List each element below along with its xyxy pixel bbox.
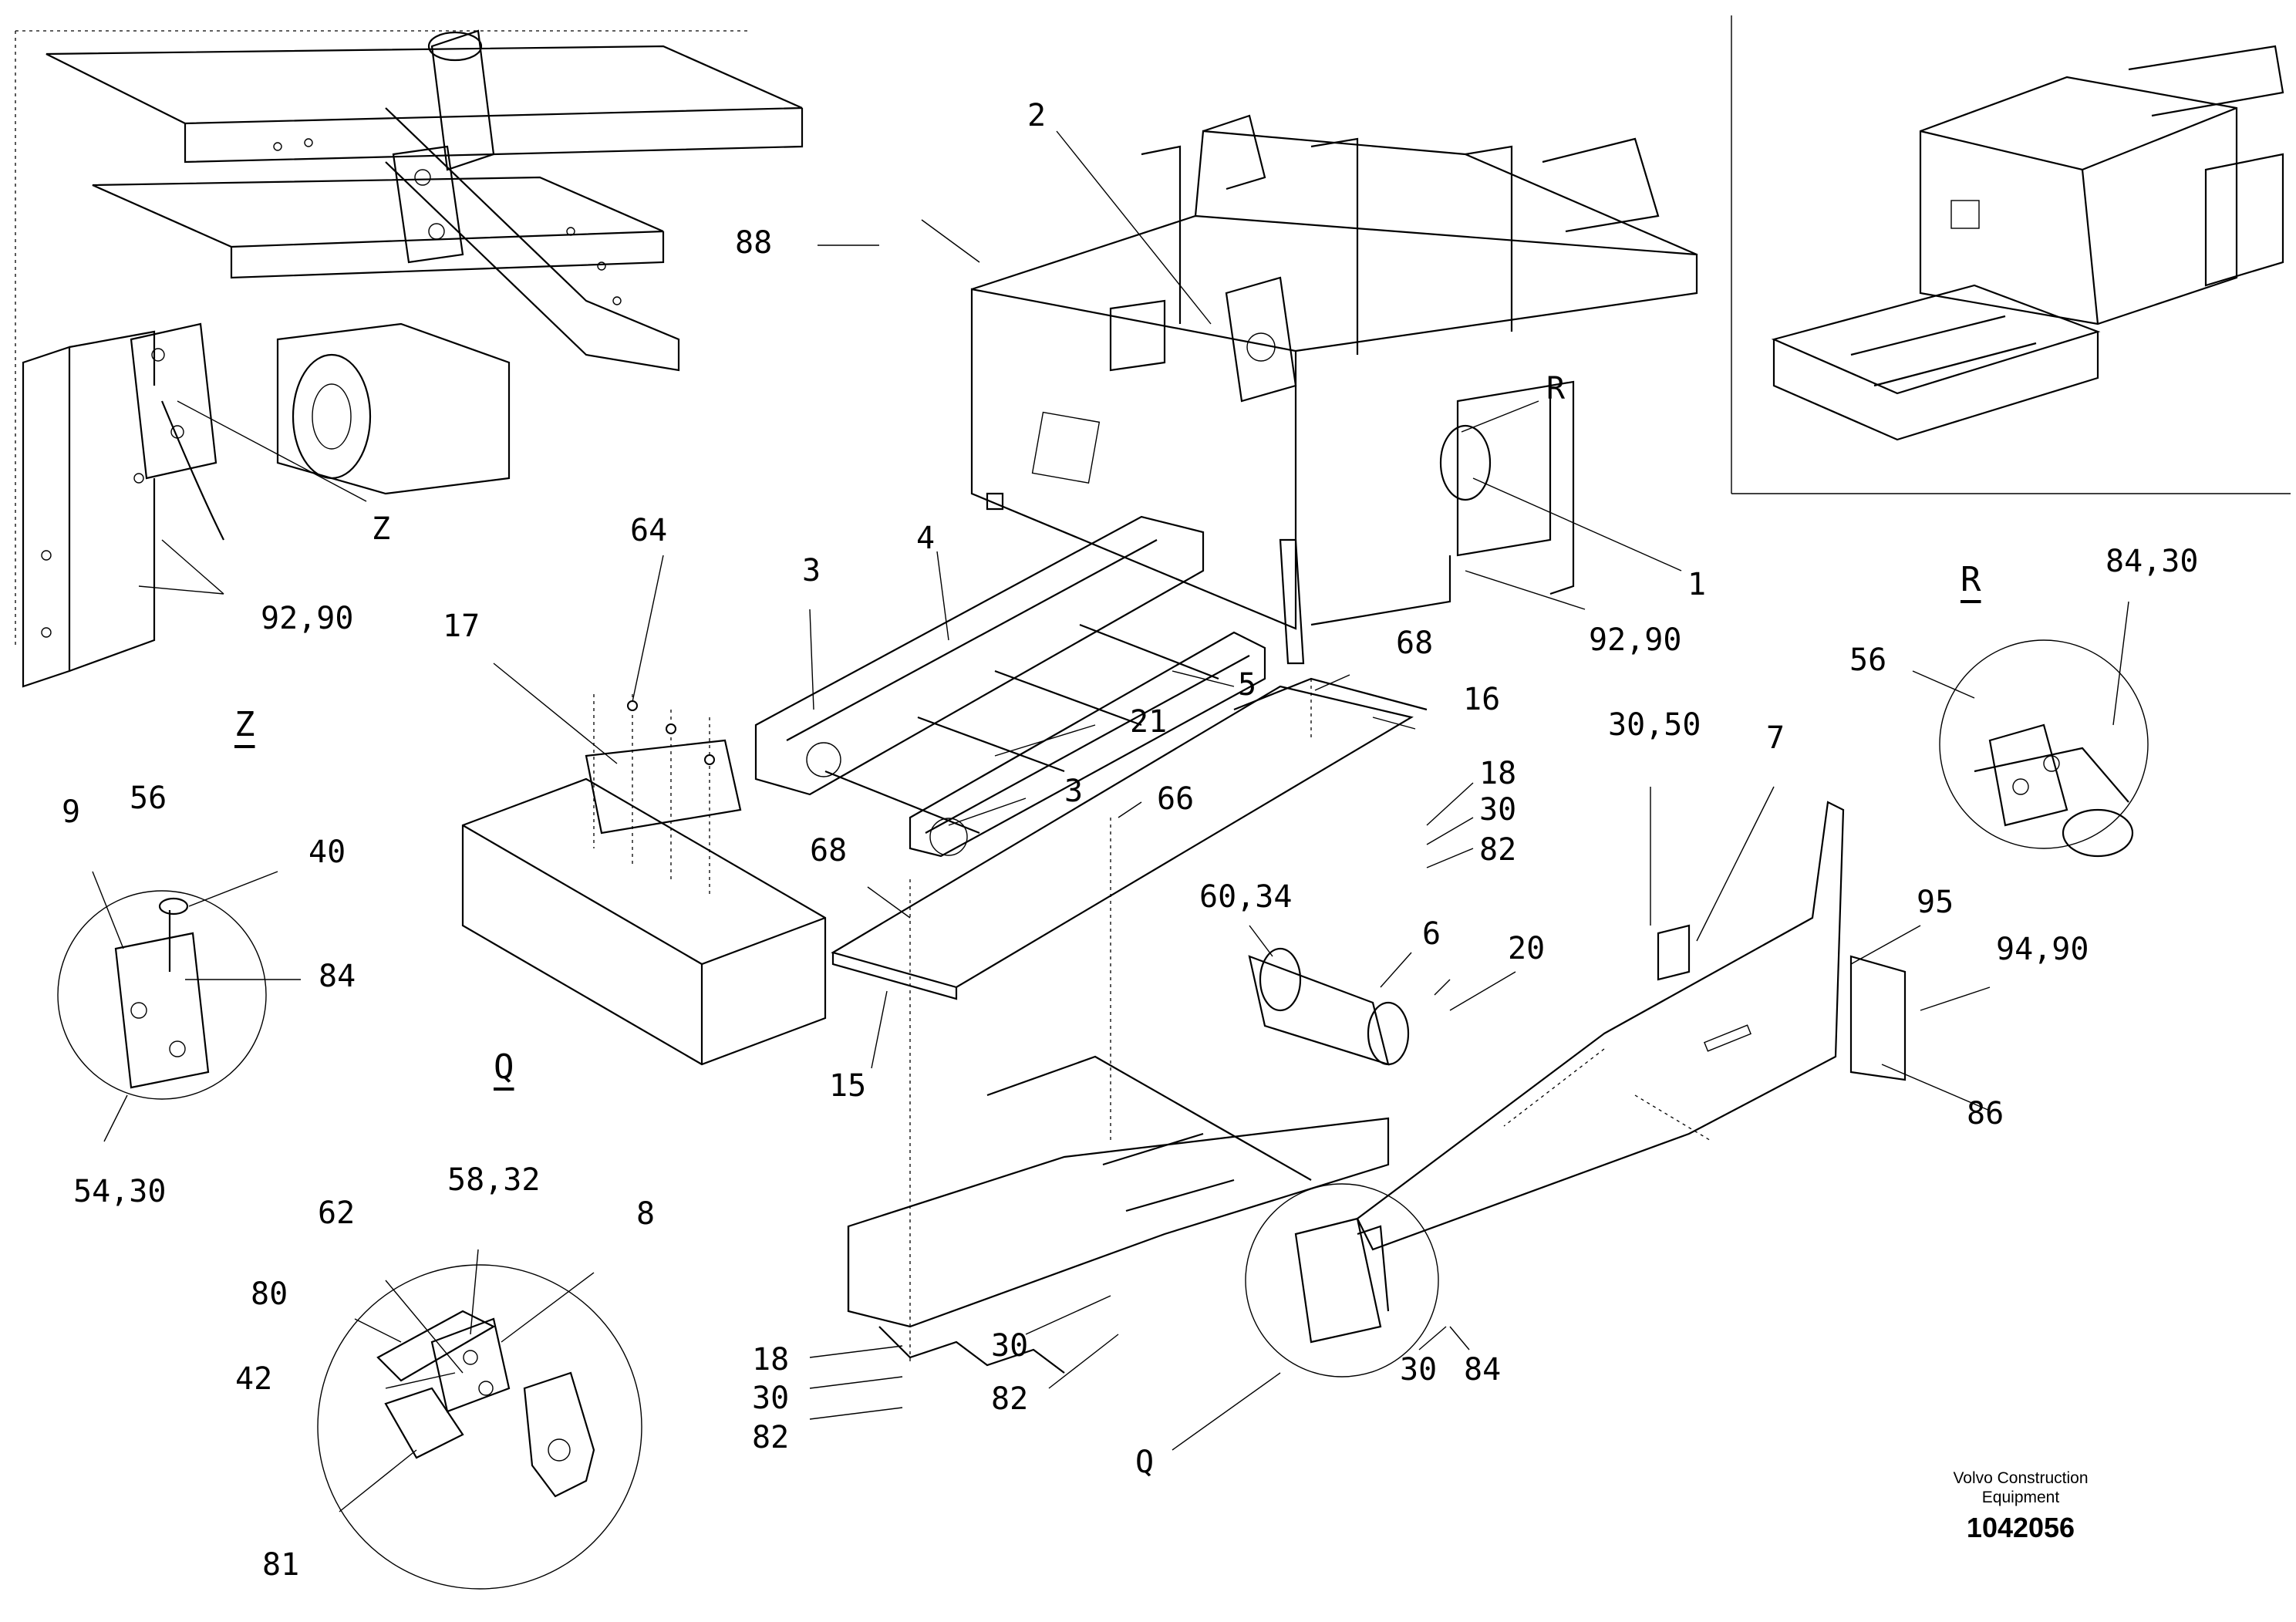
callout-56-r: 56 (1849, 642, 1887, 678)
callout-94-90: 94,90 (1996, 932, 2089, 967)
brand-name-line2: Equipment (1981, 1489, 2060, 1506)
callout-64: 64 (630, 513, 668, 548)
callout-5: 5 (1238, 667, 1257, 703)
leader-lines (493, 130, 1991, 1420)
right-side-beam (1172, 801, 1907, 1451)
callout-86: 86 (1967, 1096, 2004, 1131)
callout-7: 7 (1766, 720, 1785, 756)
lower-base-frame (847, 947, 1451, 1374)
callout-82-low: 82 (752, 1420, 790, 1455)
callout-68-top: 68 (1396, 626, 1434, 661)
detail-label-q: Q (494, 1047, 514, 1087)
callout-42: 42 (235, 1361, 273, 1397)
callout-66: 66 (1157, 781, 1195, 817)
enlarged-view-z (15, 29, 804, 688)
callout-95: 95 (1917, 885, 1954, 920)
callout-30-low2: 30 (991, 1328, 1029, 1364)
callout-21: 21 (1130, 704, 1168, 740)
callout-r-main: R (1546, 371, 1566, 406)
detail-label-z: Z (234, 705, 255, 744)
conveyor-assembly (754, 515, 1266, 858)
callout-62: 62 (318, 1195, 356, 1231)
callout-56-z: 56 (130, 781, 167, 816)
callout-30-low: 30 (752, 1381, 790, 1416)
callout-4: 4 (916, 521, 936, 556)
detail-view-q (317, 1249, 642, 1590)
callout-58-32: 58,32 (447, 1162, 541, 1198)
overview-inset (1731, 15, 2291, 494)
callout-81: 81 (262, 1547, 300, 1583)
detail-label-r: R (1961, 560, 1981, 599)
callout-84-z: 84 (319, 959, 356, 994)
callout-6: 6 (1422, 916, 1441, 952)
brand-name-line1: Volvo Construction (1953, 1469, 2089, 1487)
main-frame (970, 114, 1698, 665)
detail-view-z (57, 871, 301, 1142)
callout-8: 8 (636, 1196, 656, 1232)
callout-16: 16 (1463, 682, 1501, 717)
callout-9: 9 (62, 794, 81, 830)
drawing-code: 1042056 (1966, 1512, 2075, 1543)
callout-82-mid: 82 (1479, 832, 1517, 868)
callout-84-30-r: 84,30 (2106, 544, 2199, 579)
callout-40: 40 (308, 835, 346, 870)
callout-60-34: 60,34 (1199, 879, 1293, 915)
callout-92-90-left: 92,90 (261, 601, 354, 636)
callout-3-top: 3 (802, 553, 821, 588)
callout-92-90-main: 92,90 (1589, 622, 1682, 658)
callout-80: 80 (251, 1276, 288, 1312)
callout-3-low: 3 (1064, 774, 1084, 809)
callout-2: 2 (1027, 98, 1047, 133)
callout-30-mid: 30 (1479, 792, 1517, 828)
callout-18-low: 18 (752, 1342, 790, 1378)
callout-88: 88 (735, 225, 773, 261)
callout-15: 15 (829, 1068, 867, 1104)
callout-68-low: 68 (810, 833, 848, 868)
callout-z-main: Z (372, 511, 391, 547)
callout-q-main: Q (1135, 1445, 1155, 1480)
callout-30-50: 30,50 (1608, 707, 1701, 743)
cover-plates (831, 677, 1428, 1365)
callout-30-q: 30 (1400, 1352, 1438, 1388)
detail-view-r (1912, 601, 2149, 858)
callout-1: 1 (1687, 567, 1707, 602)
callout-54-30: 54,30 (73, 1174, 167, 1209)
callout-20: 20 (1508, 931, 1546, 966)
callout-18-mid: 18 (1479, 756, 1517, 791)
callout-82-low2: 82 (991, 1381, 1029, 1417)
callout-84-q: 84 (1464, 1352, 1502, 1388)
callout-17: 17 (443, 609, 480, 644)
left-base-frame (461, 694, 827, 1066)
